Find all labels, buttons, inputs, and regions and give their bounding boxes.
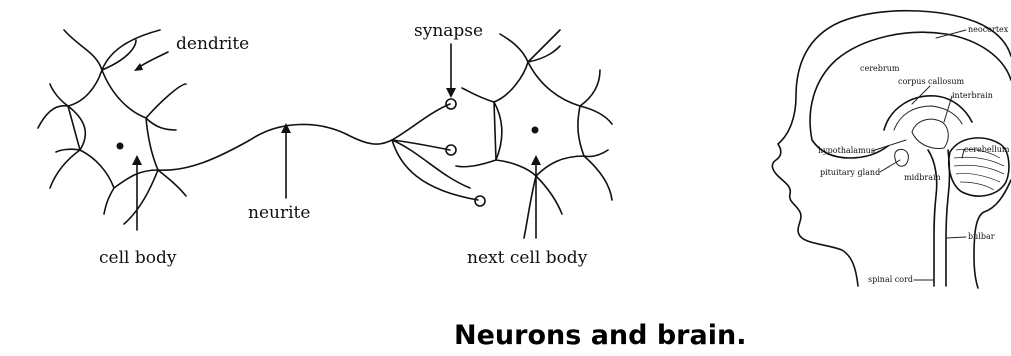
first-neuron-body-outline [68,70,158,188]
neurite-axon [158,124,392,170]
figure-caption: Neurons and brain. [454,320,746,351]
label-synapse: synapse [414,21,483,41]
first-neuron-dendrites [38,30,186,224]
label-midbrain: midbrain [904,173,941,182]
label-pituitary-gland: pituitary gland [820,168,880,177]
next-cell-body-arrow [531,155,541,238]
interbrain-shape [912,119,948,148]
label-cell-body: cell body [99,248,177,268]
label-dendrite: dendrite [176,34,249,54]
next-neuron-dendrites [456,30,612,238]
label-bulbar: bulbar [968,232,995,241]
brain-diagram: neocortex cerebrum corpus callosum inter… [772,11,1011,288]
label-cerebrum: cerebrum [860,64,900,73]
cerebellum-folds [954,149,1004,190]
neurite-arrow [281,123,291,198]
cell-body-nucleus [117,143,124,150]
label-hypothalamus: hypothalamus [818,146,875,155]
label-cerebellum: cerebellum [964,145,1010,154]
spinal-cord-outline [934,240,946,286]
synapse-bulb-3 [475,196,485,206]
label-neocortex: neocortex [968,25,1009,34]
synapse-bulb-1 [446,99,456,109]
neuron-diagram: dendrite synapse neurite cell body next … [38,21,612,268]
next-neuron-body-outline [494,62,584,176]
dendrite-arrow [134,52,168,71]
pituitary-gland-shape [895,149,909,166]
cell-body-arrow [132,155,142,230]
corpus-callosum-arc [884,96,972,130]
brainstem-outline [928,150,950,240]
label-corpus-callosum: corpus callosum [898,77,964,86]
label-next-cell-body: next cell body [467,248,588,268]
synapse-arrow [446,44,456,98]
next-cell-body-nucleus [532,127,539,134]
label-interbrain: interbrain [952,91,993,100]
label-neurite: neurite [248,203,310,223]
corpus-callosum-inner-arc [894,106,962,130]
axon-terminal-branches [392,104,478,200]
label-spinal-cord: spinal cord [868,275,913,284]
